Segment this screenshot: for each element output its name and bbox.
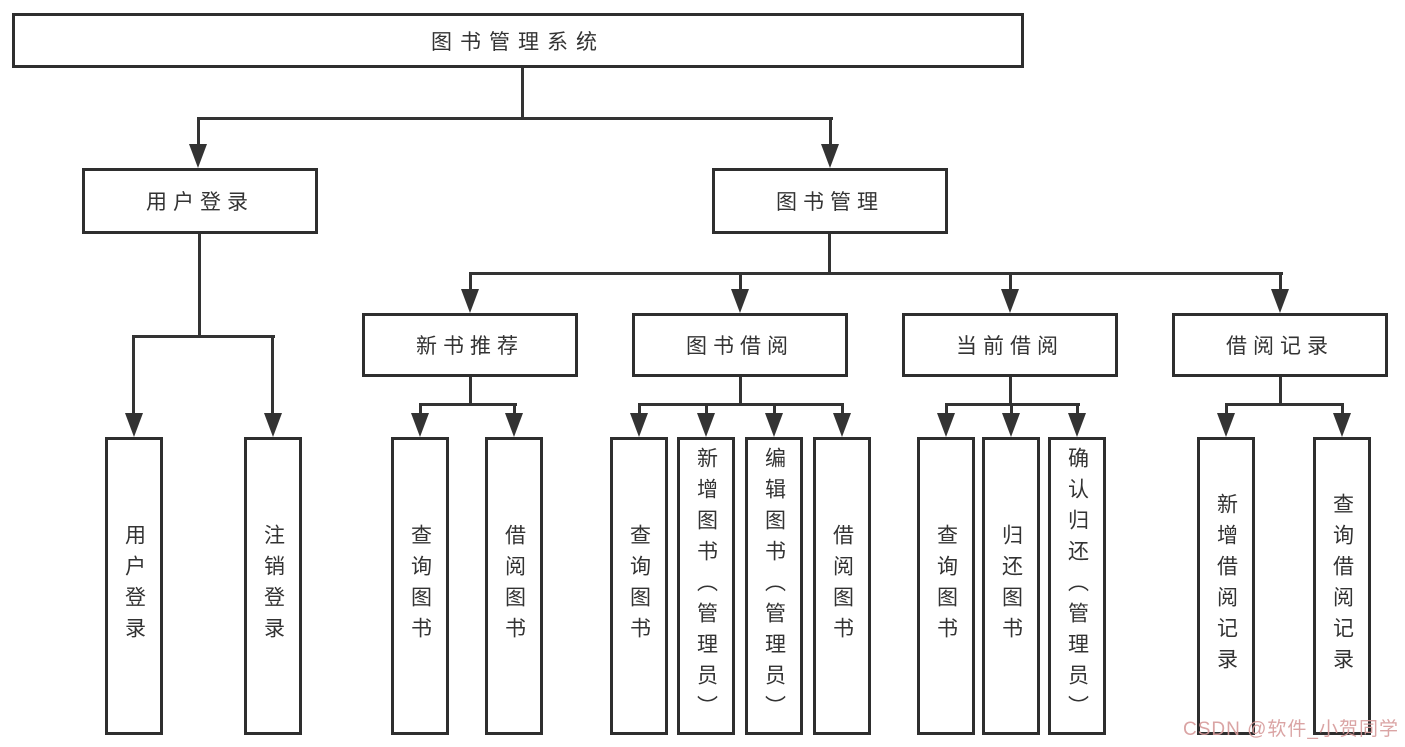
- connector-line: [513, 403, 516, 415]
- arrowhead-down-icon: [1001, 289, 1019, 313]
- connector-line: [419, 403, 517, 406]
- arrowhead-down-icon: [264, 413, 282, 437]
- arrowhead-down-icon: [833, 413, 851, 437]
- node-add-borrow-record-label: 新增借阅记录: [1214, 493, 1238, 679]
- node-recommend-borrow-books-label: 借阅图书: [502, 524, 526, 648]
- arrowhead-down-icon: [630, 413, 648, 437]
- node-borrowing-records: 借阅记录: [1172, 313, 1388, 377]
- arrowhead-down-icon: [505, 413, 523, 437]
- node-borrowing-records-label: 借阅记录: [1226, 335, 1334, 358]
- arrowhead-down-icon: [697, 413, 715, 437]
- arrowhead-down-icon: [1002, 413, 1020, 437]
- node-edit-books-admin: 编辑图书（管理员）: [745, 437, 803, 735]
- csdn-watermark: CSDN @软件_小贺同学: [1183, 719, 1399, 740]
- arrowhead-down-icon: [821, 144, 839, 168]
- node-user-login: 用户登录: [82, 168, 318, 234]
- node-confirm-return-admin-label: 确认归还（管理员）: [1065, 446, 1089, 726]
- arrowhead-down-icon: [1271, 289, 1289, 313]
- node-book-borrowing-label: 图书借阅: [686, 335, 794, 358]
- connector-line: [1010, 403, 1013, 415]
- connector-line: [469, 272, 472, 292]
- connector-line: [521, 68, 524, 120]
- arrowhead-down-icon: [125, 413, 143, 437]
- node-current-borrowing: 当前借阅: [902, 313, 1118, 377]
- node-edit-books-admin-label: 编辑图书（管理员）: [762, 446, 786, 726]
- node-library-system: 图书管理系统: [12, 13, 1024, 68]
- connector-line: [132, 335, 275, 338]
- node-recommend-query-books-label: 查询图书: [408, 524, 432, 648]
- node-recommend-borrow-books: 借阅图书: [485, 437, 543, 735]
- connector-line: [705, 403, 708, 415]
- connector-line: [197, 117, 833, 120]
- node-borrowing-query-books-label: 查询图书: [627, 524, 651, 648]
- connector-line: [1009, 272, 1012, 292]
- node-confirm-return-admin: 确认归还（管理员）: [1048, 437, 1106, 735]
- connector-line: [197, 117, 200, 147]
- connector-line: [1076, 403, 1079, 415]
- arrowhead-down-icon: [411, 413, 429, 437]
- node-library-system-label: 图书管理系统: [431, 30, 605, 54]
- node-query-borrow-record-label: 查询借阅记录: [1330, 493, 1354, 679]
- connector-line: [739, 377, 742, 406]
- arrowhead-down-icon: [765, 413, 783, 437]
- node-current-query-books: 查询图书: [917, 437, 975, 735]
- node-new-book-recommend-label: 新书推荐: [416, 335, 524, 358]
- node-user-login-label: 用户登录: [146, 191, 254, 214]
- node-user-login-action: 用户登录: [105, 437, 163, 735]
- node-return-books-label: 归还图书: [999, 524, 1023, 648]
- connector-line: [739, 272, 742, 292]
- node-borrowing-borrow-books-label: 借阅图书: [830, 524, 854, 648]
- node-add-books-admin: 新增图书（管理员）: [677, 437, 735, 735]
- node-borrowing-borrow-books: 借阅图书: [813, 437, 871, 735]
- arrowhead-down-icon: [1217, 413, 1235, 437]
- arrowhead-down-icon: [937, 413, 955, 437]
- connector-line: [132, 335, 135, 415]
- node-current-query-books-label: 查询图书: [934, 524, 958, 648]
- node-return-books: 归还图书: [982, 437, 1040, 735]
- node-book-management-label: 图书管理: [776, 191, 884, 214]
- node-current-borrowing-label: 当前借阅: [956, 335, 1064, 358]
- connector-line: [469, 272, 1283, 275]
- connector-line: [828, 234, 831, 275]
- arrowhead-down-icon: [461, 289, 479, 313]
- node-book-borrowing: 图书借阅: [632, 313, 848, 377]
- connector-line: [841, 403, 844, 415]
- connector-line: [419, 403, 422, 415]
- node-add-borrow-record: 新增借阅记录: [1197, 437, 1255, 735]
- connector-line: [1225, 403, 1344, 406]
- connector-line: [469, 377, 472, 406]
- connector-line: [1279, 377, 1282, 406]
- node-new-book-recommend: 新书推荐: [362, 313, 578, 377]
- node-query-borrow-record: 查询借阅记录: [1313, 437, 1371, 735]
- connector-line: [829, 117, 832, 147]
- node-add-books-admin-label: 新增图书（管理员）: [694, 446, 718, 726]
- connector-line: [773, 403, 776, 415]
- arrowhead-down-icon: [189, 144, 207, 168]
- connector-line: [198, 234, 201, 338]
- node-logout: 注销登录: [244, 437, 302, 735]
- node-book-management: 图书管理: [712, 168, 948, 234]
- arrowhead-down-icon: [1333, 413, 1351, 437]
- connector-line: [1009, 377, 1012, 406]
- connector-line: [1279, 272, 1282, 292]
- arrowhead-down-icon: [1068, 413, 1086, 437]
- node-borrowing-query-books: 查询图书: [610, 437, 668, 735]
- node-logout-label: 注销登录: [261, 524, 285, 648]
- connector-line: [1341, 403, 1344, 415]
- connector-line: [271, 335, 274, 415]
- node-recommend-query-books: 查询图书: [391, 437, 449, 735]
- connector-line: [945, 403, 948, 415]
- connector-line: [638, 403, 641, 415]
- arrowhead-down-icon: [731, 289, 749, 313]
- connector-line: [1225, 403, 1228, 415]
- connector-line: [638, 403, 844, 406]
- node-user-login-action-label: 用户登录: [122, 524, 146, 648]
